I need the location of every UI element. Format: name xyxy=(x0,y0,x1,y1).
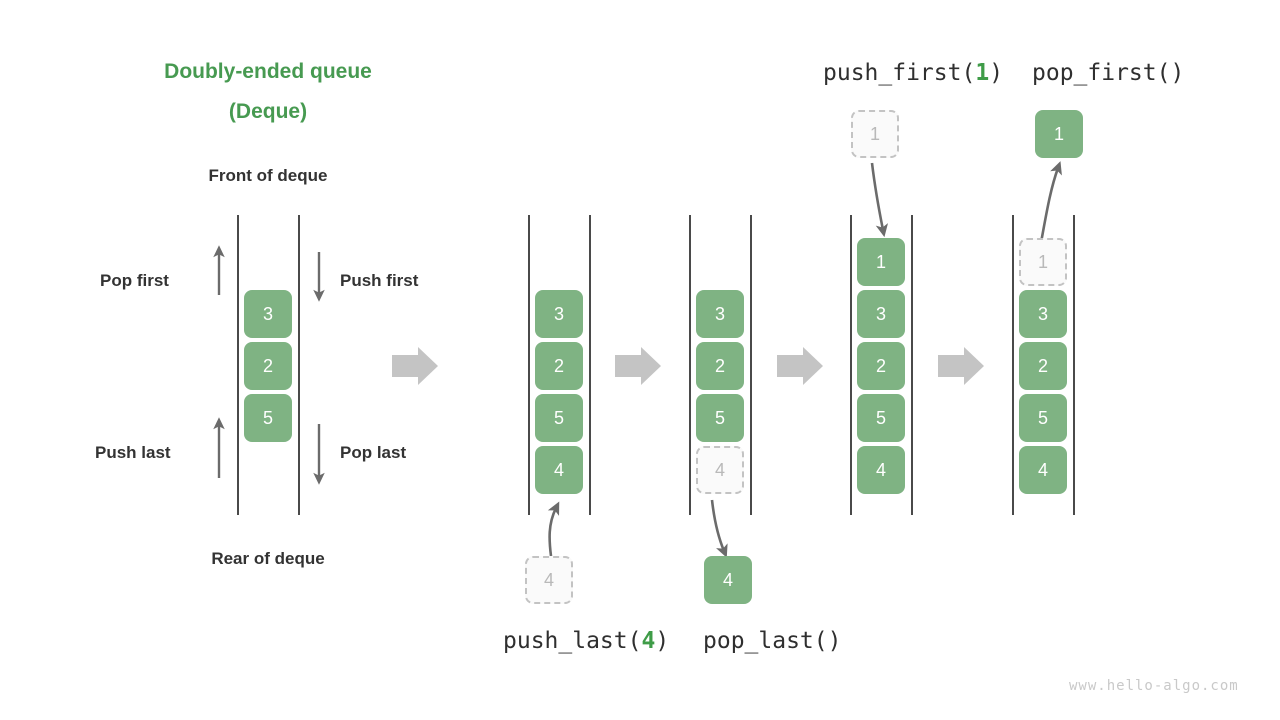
push-first-label: Push first xyxy=(340,271,419,290)
rail-left xyxy=(237,215,239,515)
push-first-flow-arrow xyxy=(870,162,888,238)
deque-cell: 5 xyxy=(1019,394,1067,442)
page-title-line2: (Deque) xyxy=(228,100,308,123)
deque-cell: 2 xyxy=(696,342,744,390)
rail-left xyxy=(689,215,691,515)
deque-cell: 5 xyxy=(696,394,744,442)
push-last-label: Push last xyxy=(95,443,171,462)
pop-first-flow-arrow xyxy=(1038,161,1062,249)
deque-cell: 1 xyxy=(857,238,905,286)
detached-cell-push-first: 1 xyxy=(851,110,899,158)
detached-cell-push-last: 4 xyxy=(525,556,573,604)
deque-cell: 3 xyxy=(857,290,905,338)
push-last-flow-arrow xyxy=(547,501,560,557)
deque-cell: 2 xyxy=(535,342,583,390)
step-arrow-4 xyxy=(938,347,984,385)
push-last-op-name: push_last( xyxy=(503,628,642,654)
push-first-op-close: ) xyxy=(989,60,1004,86)
pop-first-label: Pop first xyxy=(100,271,169,290)
pop-first-operation-label: pop_first() xyxy=(1032,60,1185,86)
deque-cell: 2 xyxy=(857,342,905,390)
deque-cell: 5 xyxy=(244,394,292,442)
deque-cell: 2 xyxy=(1019,342,1067,390)
deque-cell: 4 xyxy=(1019,446,1067,494)
rail-right xyxy=(911,215,913,515)
rail-left xyxy=(850,215,852,515)
push-last-op-close: ) xyxy=(655,628,670,654)
deque-cell: 3 xyxy=(696,290,744,338)
step-arrow-1 xyxy=(392,347,438,385)
push-first-operation-label: push_first(1) xyxy=(823,60,1003,86)
rear-of-deque-label: Rear of deque xyxy=(211,549,325,568)
push-last-operation-label: push_last(4) xyxy=(503,628,669,654)
deque-cell: 2 xyxy=(244,342,292,390)
detached-cell-pop-last: 4 xyxy=(704,556,752,604)
rail-right xyxy=(589,215,591,515)
detached-cell-pop-first: 1 xyxy=(1035,110,1083,158)
push-last-op-arg: 4 xyxy=(641,628,656,654)
pop-last-flow-arrow xyxy=(710,499,728,558)
rail-right xyxy=(750,215,752,515)
pop-last-operation-label: pop_last() xyxy=(703,628,842,654)
deque-cell: 3 xyxy=(244,290,292,338)
front-of-deque-label: Front of deque xyxy=(208,166,328,185)
step-arrow-2 xyxy=(615,347,661,385)
rail-right xyxy=(1073,215,1075,515)
step-arrow-3 xyxy=(777,347,823,385)
removed-cell-placeholder: 4 xyxy=(696,446,744,494)
deque-cell: 4 xyxy=(535,446,583,494)
deque-cell: 5 xyxy=(535,394,583,442)
rail-right xyxy=(298,215,300,515)
page-title-line1: Doubly-ended queue xyxy=(164,60,372,83)
rail-left xyxy=(528,215,530,515)
deque-cell: 3 xyxy=(1019,290,1067,338)
deque-cell: 3 xyxy=(535,290,583,338)
push-first-op-name: push_first( xyxy=(823,60,976,86)
rail-left xyxy=(1012,215,1014,515)
deque-cell: 4 xyxy=(857,446,905,494)
deque-cell: 5 xyxy=(857,394,905,442)
pop-last-label: Pop last xyxy=(340,443,407,462)
push-first-op-arg: 1 xyxy=(975,60,990,86)
removed-cell-placeholder: 1 xyxy=(1019,238,1067,286)
watermark: www.hello-algo.com xyxy=(1069,678,1239,694)
